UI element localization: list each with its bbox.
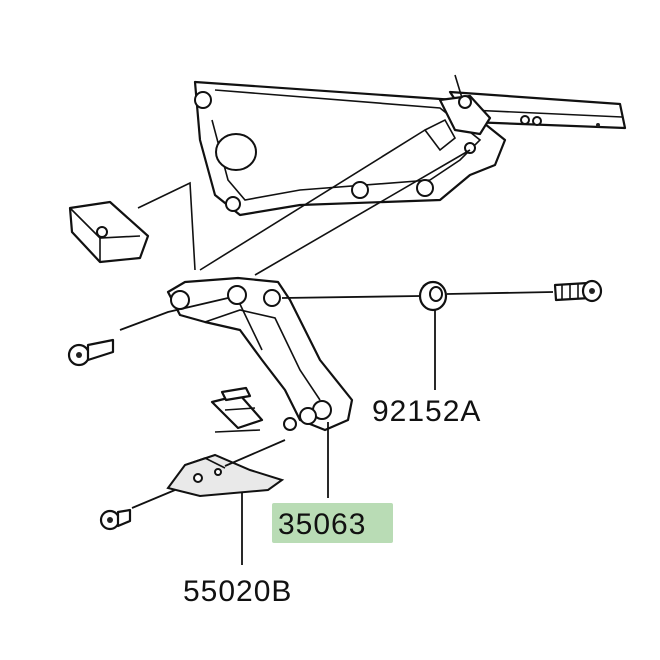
part-number-text: 35063 bbox=[278, 508, 366, 541]
frame-rail bbox=[193, 74, 627, 217]
part-label-92152a: 92152A bbox=[372, 395, 481, 428]
footrest-bracket bbox=[166, 276, 354, 432]
collar-spacer bbox=[418, 280, 448, 312]
bolt-left bbox=[67, 338, 115, 367]
bolt-lower bbox=[99, 508, 132, 531]
highlight-box bbox=[272, 503, 393, 543]
footpeg-pin bbox=[210, 386, 297, 433]
bolt-right bbox=[553, 279, 603, 303]
heel-guard-plate bbox=[166, 453, 285, 498]
rubber-block bbox=[68, 181, 196, 271]
part-label-35063: 35063 bbox=[272, 503, 393, 543]
part-number-text: 55020B bbox=[183, 575, 292, 608]
part-number-text: 92152A bbox=[372, 395, 481, 428]
part-label-55020b: 55020B bbox=[183, 575, 292, 608]
